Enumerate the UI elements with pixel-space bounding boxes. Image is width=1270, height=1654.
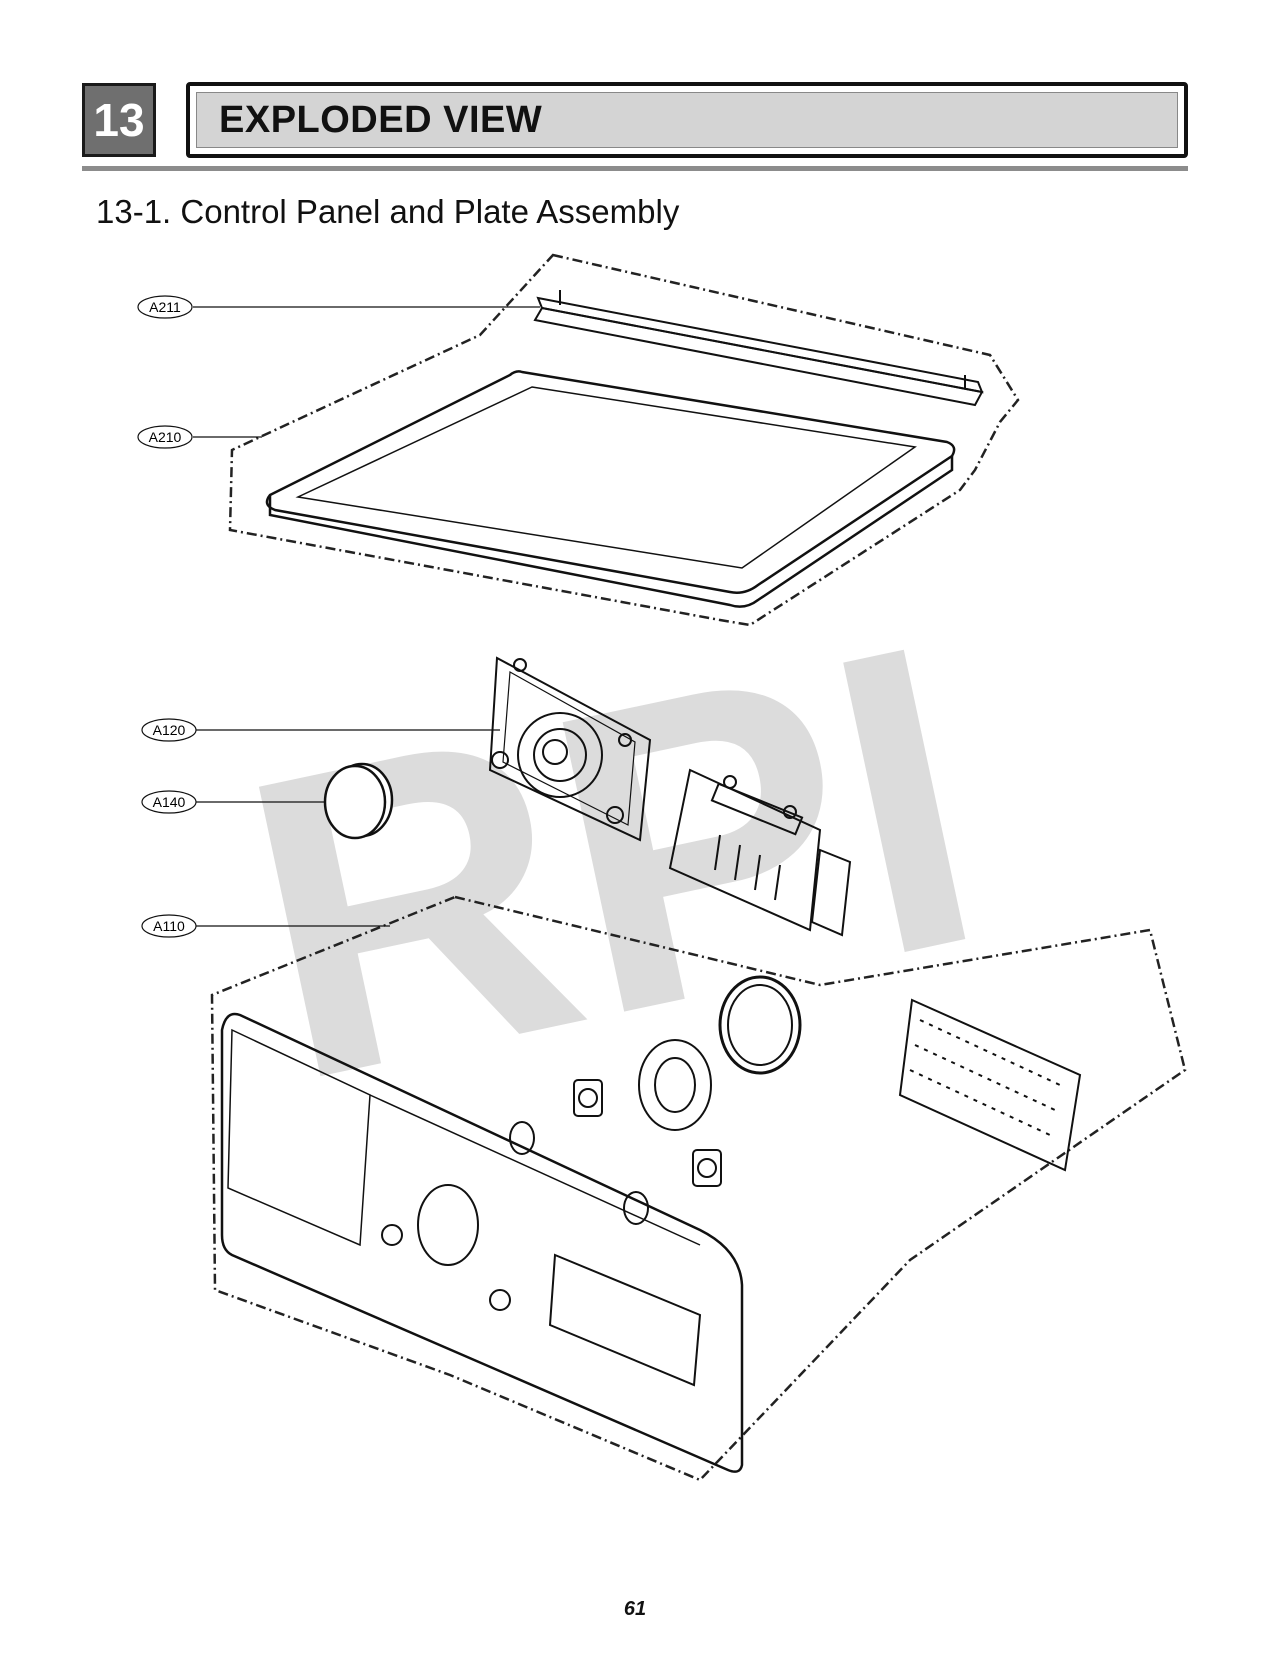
section-title-box: EXPLODED VIEW xyxy=(186,82,1188,158)
display-overlay xyxy=(898,998,1082,1172)
section-number: 13 xyxy=(82,83,156,157)
rail-part-a211 xyxy=(533,290,984,407)
pcb-board xyxy=(668,768,852,937)
section-title: EXPLODED VIEW xyxy=(196,92,1178,148)
top-plate-a210 xyxy=(265,370,956,608)
watermark: RPI xyxy=(212,554,1013,1173)
callout-a140: A140 xyxy=(141,790,197,814)
knob-part-a140 xyxy=(323,762,394,840)
callout-label: A110 xyxy=(153,918,185,934)
callout-label: A210 xyxy=(149,429,182,445)
callout-a211: A211 xyxy=(137,295,193,319)
leader-lines xyxy=(193,306,540,927)
bottom-group-outline xyxy=(210,895,1187,1482)
callout-label: A211 xyxy=(149,299,181,315)
panel-hardware xyxy=(509,975,802,1225)
bracket-part-a120 xyxy=(488,656,652,842)
page-number: 61 xyxy=(623,1598,647,1620)
subsection-title: 13-1. Control Panel and Plate Assembly xyxy=(96,193,680,230)
callout-a110: A110 xyxy=(141,914,197,938)
callout-a210: A210 xyxy=(137,425,193,449)
callout-a120: A120 xyxy=(141,718,197,742)
header-rule xyxy=(82,166,1188,171)
callout-label: A120 xyxy=(153,722,186,738)
callout-label: A140 xyxy=(153,794,186,810)
